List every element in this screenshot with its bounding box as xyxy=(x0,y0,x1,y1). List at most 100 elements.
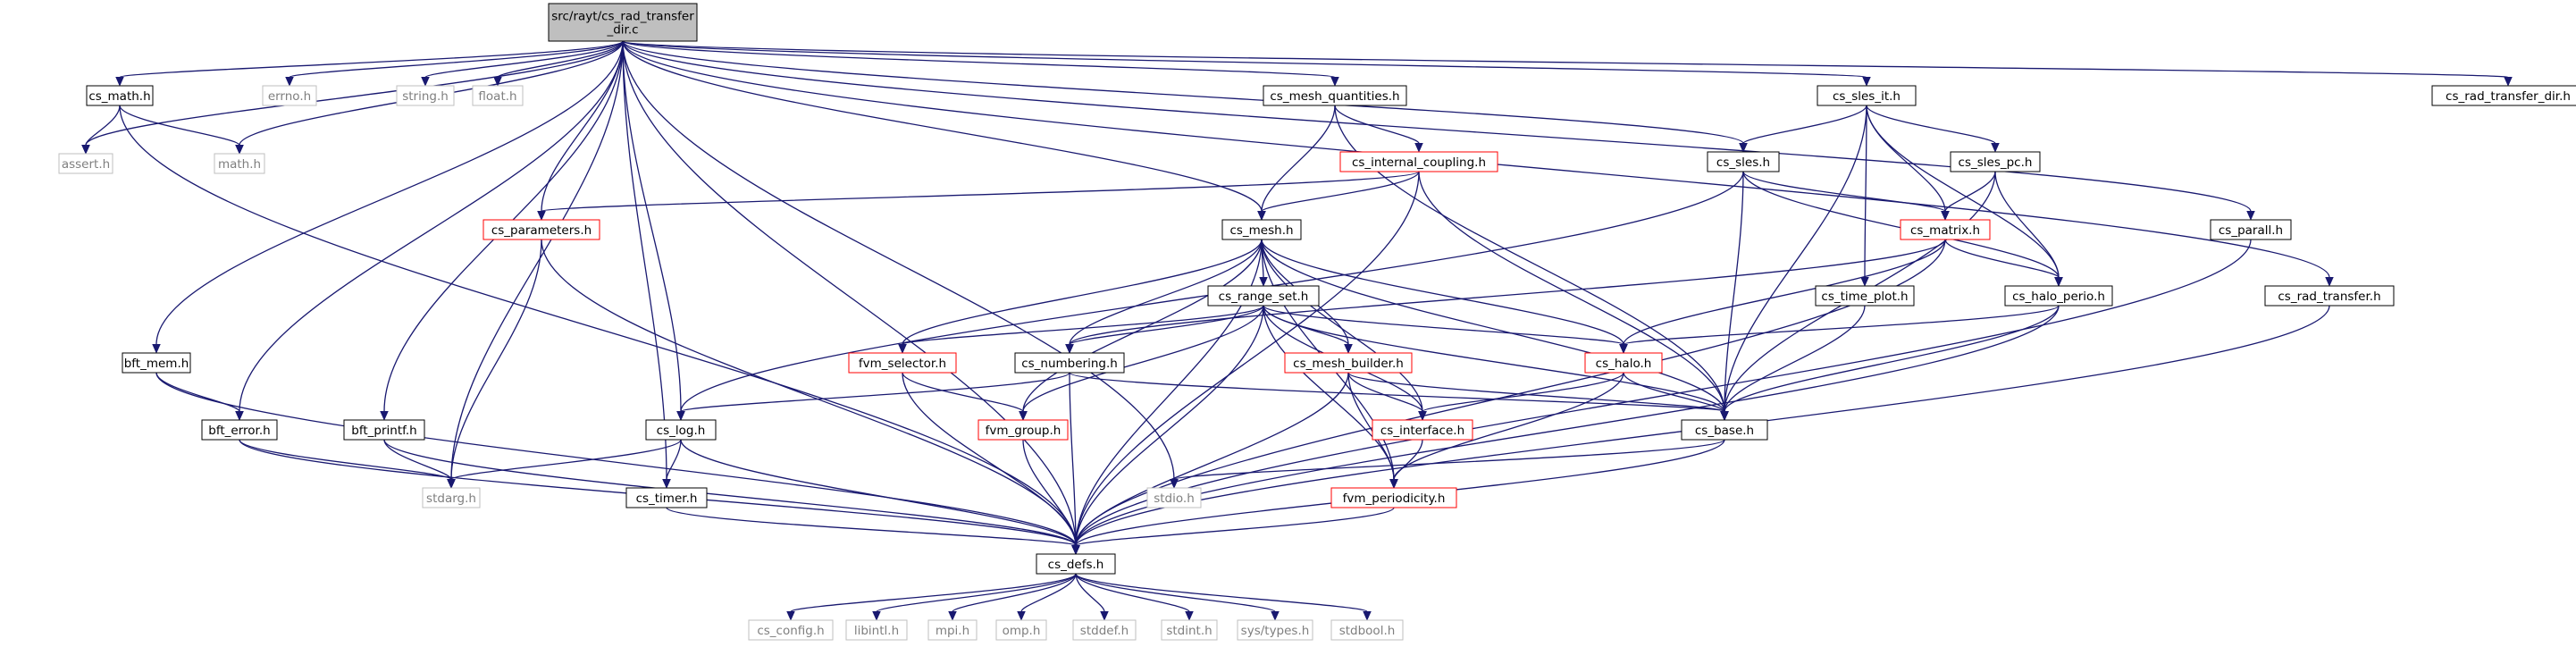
node-assert[interactable]: assert.h xyxy=(58,153,113,174)
node-label: cs_time_plot.h xyxy=(1821,290,1908,304)
node-cs-rad-transfer[interactable]: cs_rad_transfer.h xyxy=(2264,285,2395,307)
node-label: cs_range_set.h xyxy=(1219,290,1309,304)
node-label: cs_mesh_builder.h xyxy=(1293,357,1404,371)
node-cs-interface[interactable]: cs_interface.h xyxy=(1372,419,1473,441)
node-label: cs_config.h xyxy=(757,624,824,638)
node-label: bft_error.h xyxy=(208,424,270,438)
edge-bft_mem-to-cs_defs xyxy=(155,372,1080,555)
edge-cs_log-to-cs_timer xyxy=(662,439,682,489)
edge-cs_sles_it-to-cs_halo_perio xyxy=(1866,105,2063,287)
edge-root-to-errno xyxy=(285,40,624,87)
node-cs-range-set[interactable]: cs_range_set.h xyxy=(1207,285,1320,307)
edge-cs_sles_it-to-cs_time_plot xyxy=(1860,105,1869,287)
node-bft-error[interactable]: bft_error.h xyxy=(201,419,278,441)
node-cs-rad-transfer-dir[interactable]: cs_rad_transfer_dir.h xyxy=(2431,85,2576,106)
node-cs-halo-perio[interactable]: cs_halo_perio.h xyxy=(2004,285,2113,307)
node-string[interactable]: string.h xyxy=(396,85,455,106)
node-label: cs_numbering.h xyxy=(1021,357,1118,371)
edge-cs_halo-to-cs_base xyxy=(1623,372,1729,421)
node-label: stdarg.h xyxy=(426,492,476,506)
edge-cs_defs-to-omp xyxy=(1017,573,1077,621)
node-libintl[interactable]: libintl.h xyxy=(845,619,908,641)
edge-cs_defs-to-libintl xyxy=(872,573,1077,621)
node-bft-printf[interactable]: bft_printf.h xyxy=(343,419,425,441)
edge-cs_interface-to-fvm_periodicity xyxy=(1389,439,1423,489)
node-cs-config[interactable]: cs_config.h xyxy=(748,619,834,641)
node-cs-mesh-quantities[interactable]: cs_mesh_quantities.h xyxy=(1263,85,1407,106)
node-label: cs_parall.h xyxy=(2219,223,2283,238)
node-fvm-group[interactable]: fvm_group.h xyxy=(978,419,1069,441)
edge-cs_defs-to-stddef xyxy=(1075,573,1109,621)
node-cs-sles-it[interactable]: cs_sles_it.h xyxy=(1817,85,1917,106)
edge-cs_internal_coupling-to-cs_mesh xyxy=(1257,171,1420,221)
node-label: errno.h xyxy=(268,89,311,104)
node-cs-parameters[interactable]: cs_parameters.h xyxy=(482,219,600,240)
node-systypes[interactable]: sys/types.h xyxy=(1237,619,1313,641)
node-cs-timer[interactable]: cs_timer.h xyxy=(625,487,708,508)
node-label: bft_printf.h xyxy=(351,424,416,438)
edge-cs_sles_pc-to-cs_matrix xyxy=(1941,171,1996,221)
node-cs-internal-coupling[interactable]: cs_internal_coupling.h xyxy=(1339,151,1498,172)
node-mpi[interactable]: mpi.h xyxy=(927,619,978,641)
edge-cs_range_set-to-cs_numbering xyxy=(1065,305,1264,354)
node-fvm-periodicity[interactable]: fvm_periodicity.h xyxy=(1330,487,1457,508)
node-label: cs_matrix.h xyxy=(1910,223,1980,238)
node-stdint[interactable]: stdint.h xyxy=(1161,619,1218,641)
node-cs-time-plot[interactable]: cs_time_plot.h xyxy=(1815,285,1915,307)
node-cs-halo[interactable]: cs_halo.h xyxy=(1584,352,1663,374)
edge-fvm_periodicity-to-cs_defs xyxy=(1071,507,1395,555)
node-label: fvm_selector.h xyxy=(859,357,946,371)
node-label: cs_halo_perio.h xyxy=(2012,290,2105,304)
node-cs-defs[interactable]: cs_defs.h xyxy=(1036,553,1116,575)
edge-cs_defs-to-mpi xyxy=(948,573,1077,621)
edge-cs_parameters-to-stdarg xyxy=(447,239,542,489)
node-stdarg[interactable]: stdarg.h xyxy=(422,487,481,508)
edge-cs_mesh_quantities-to-cs_internal_coupling xyxy=(1334,105,1423,153)
node-bft-mem[interactable]: bft_mem.h xyxy=(122,352,191,374)
node-errno[interactable]: errno.h xyxy=(262,85,317,106)
node-cs-log[interactable]: cs_log.h xyxy=(645,419,717,441)
edge-root-to-cs_log xyxy=(622,40,685,421)
edge-cs_sles-to-cs_matrix xyxy=(1742,171,1950,221)
edge-bft_error-to-stdarg xyxy=(239,439,456,489)
node-cs-parall[interactable]: cs_parall.h xyxy=(2210,219,2292,240)
node-cs-math[interactable]: cs_math.h xyxy=(86,85,154,106)
node-cs-sles-pc[interactable]: cs_sles_pc.h xyxy=(1950,151,2041,172)
edge-cs_internal_coupling-to-cs_parameters xyxy=(537,171,1420,221)
node-math[interactable]: math.h xyxy=(214,153,265,174)
node-cs-numbering[interactable]: cs_numbering.h xyxy=(1014,352,1125,374)
node-stdio[interactable]: stdio.h xyxy=(1146,487,1202,508)
edge-cs_sles_pc-to-cs_halo_perio xyxy=(1994,171,2063,287)
node-stdbool[interactable]: stdbool.h xyxy=(1330,619,1404,641)
edge-root-to-assert xyxy=(81,40,624,155)
edge-root-to-string xyxy=(421,40,624,87)
node-float[interactable]: float.h xyxy=(472,85,524,106)
edge-cs_log-to-stdarg xyxy=(447,439,682,489)
node-label: src/rayt/cs_rad_transfer xyxy=(551,10,694,24)
node-cs-mesh[interactable]: cs_mesh.h xyxy=(1221,219,1302,240)
node-label: libintl.h xyxy=(854,624,899,638)
node-label: cs_defs.h xyxy=(1048,558,1104,572)
edge-bft_printf-to-stdarg xyxy=(383,439,456,489)
edge-cs_math-to-assert xyxy=(81,105,121,155)
edge-cs_matrix-to-cs_halo_perio xyxy=(1944,239,2063,287)
node-label: cs_base.h xyxy=(1695,424,1754,438)
node-cs-sles[interactable]: cs_sles.h xyxy=(1707,151,1780,172)
node-label: cs_rad_transfer_dir.h xyxy=(2446,89,2571,104)
edge-root-to-cs_parall xyxy=(622,40,2255,221)
node-label: mpi.h xyxy=(936,624,969,638)
node-cs-mesh-builder[interactable]: cs_mesh_builder.h xyxy=(1284,352,1413,374)
node-label: string.h xyxy=(402,89,449,104)
node-omp[interactable]: omp.h xyxy=(995,619,1047,641)
edge-cs_range_set-to-cs_defs xyxy=(1071,305,1264,555)
node-label: stdio.h xyxy=(1154,492,1195,506)
node-fvm-selector[interactable]: fvm_selector.h xyxy=(848,352,957,374)
node-cs-base[interactable]: cs_base.h xyxy=(1681,419,1768,441)
node-label: stddef.h xyxy=(1080,624,1129,638)
node-label: fvm_group.h xyxy=(986,424,1061,438)
node-label: math.h xyxy=(218,157,261,172)
node-stddef[interactable]: stddef.h xyxy=(1072,619,1137,641)
node-cs-matrix[interactable]: cs_matrix.h xyxy=(1900,219,1991,240)
node-root[interactable]: src/rayt/cs_rad_transfer_dir.c xyxy=(548,3,698,42)
edge-cs_defs-to-stdbool xyxy=(1075,573,1372,621)
